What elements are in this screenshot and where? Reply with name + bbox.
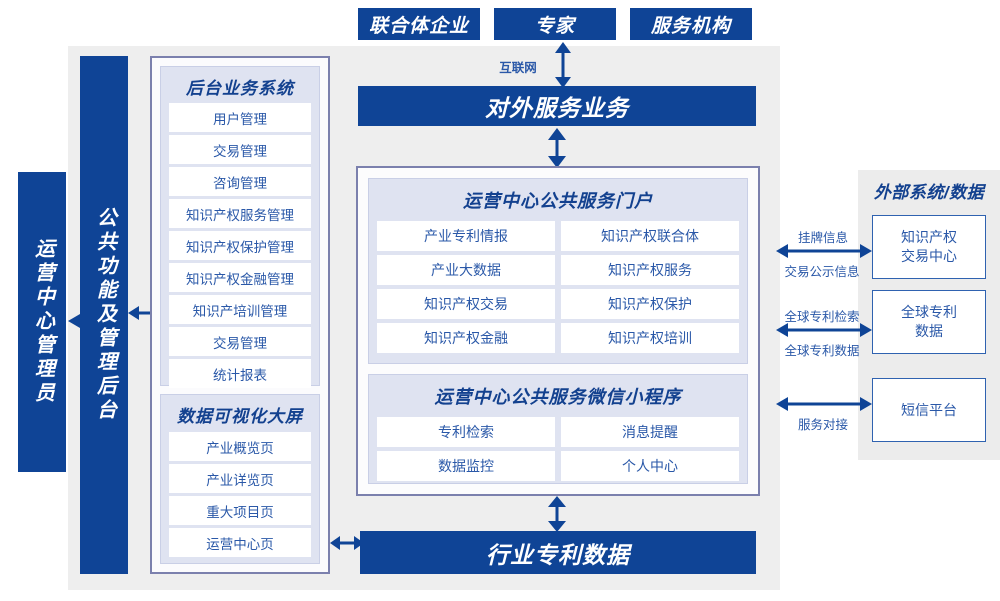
portal-panel: 运营中心公共服务门户 产业专利情报 知识产权联合体 产业大数据 知识产权服务 知…	[368, 178, 748, 364]
external-box-global-patent-data[interactable]: 全球专利 数据	[872, 290, 986, 354]
arrow-portal-to-industry-data	[548, 496, 566, 532]
miniprogram-panel: 运营中心公共服务微信小程序 专利检索 消息提醒 数据监控 个人中心	[368, 374, 748, 484]
backend-item[interactable]: 交易管理	[169, 135, 311, 164]
actor-chip-service-org[interactable]: 服务机构	[630, 8, 752, 40]
industry-patent-data-bar[interactable]: 行业专利数据	[360, 531, 756, 574]
arrow-backend-to-industry-data	[330, 536, 364, 550]
backend-item[interactable]: 知识产权服务管理	[169, 199, 311, 228]
external-conn-label-listing-info: 挂牌信息	[797, 231, 848, 245]
portal-item[interactable]: 知识产权交易	[377, 289, 555, 319]
external-conn-label-trade-disclosure: 交易公示信息	[784, 265, 860, 279]
backend-item[interactable]: 知识产权保护管理	[169, 231, 311, 260]
actor-chip-consortium[interactable]: 联合体企业	[358, 8, 480, 40]
portal-item[interactable]: 产业专利情报	[377, 221, 555, 251]
external-conn-label-global-data: 全球专利数据	[784, 344, 860, 358]
external-systems-title: 外部系统/数据	[873, 183, 985, 202]
external-box-sms-platform[interactable]: 短信平台	[872, 378, 986, 442]
backend-item[interactable]: 知识产培训管理	[169, 295, 311, 324]
dashboard-panel: 数据可视化大屏 产业概览页 产业详览页 重大项目页 运营中心页	[160, 394, 320, 564]
arrow-external-sms	[776, 397, 872, 411]
portal-item[interactable]: 知识产权保护	[561, 289, 739, 319]
actor-chip-expert[interactable]: 专家	[494, 8, 616, 40]
portal-item[interactable]: 产业大数据	[377, 255, 555, 285]
arrow-external-global-patent	[776, 323, 872, 337]
arrow-external-ip-exchange	[776, 244, 872, 258]
miniprogram-item[interactable]: 消息提醒	[561, 417, 739, 447]
dashboard-item[interactable]: 产业概览页	[169, 432, 311, 461]
portal-item[interactable]: 知识产权金融	[377, 323, 555, 353]
miniprogram-item[interactable]: 个人中心	[561, 451, 739, 481]
arrow-service-to-portal	[548, 128, 566, 168]
dashboard-item[interactable]: 运营中心页	[169, 528, 311, 557]
miniprogram-item[interactable]: 专利检索	[377, 417, 555, 447]
backend-item[interactable]: 统计报表	[169, 359, 311, 388]
portal-item[interactable]: 知识产权服务	[561, 255, 739, 285]
external-box-ip-exchange[interactable]: 知识产权 交易中心	[872, 215, 986, 279]
left-bar-operations-admin[interactable]: 运营中心管理员	[18, 172, 66, 472]
dashboard-item[interactable]: 产业详览页	[169, 464, 311, 493]
backend-item[interactable]: 知识产权金融管理	[169, 263, 311, 292]
portal-title: 运营中心公共服务门户	[463, 191, 653, 211]
external-conn-label-global-search: 全球专利检索	[784, 310, 860, 324]
dashboard-title: 数据可视化大屏	[177, 407, 303, 426]
miniprogram-item[interactable]: 数据监控	[377, 451, 555, 481]
backend-business-system-title: 后台业务系统	[186, 79, 294, 98]
portal-item[interactable]: 知识产权联合体	[561, 221, 739, 251]
backend-item[interactable]: 交易管理	[169, 327, 311, 356]
backend-item[interactable]: 用户管理	[169, 103, 311, 132]
portal-item[interactable]: 知识产权培训	[561, 323, 739, 353]
backend-item[interactable]: 咨询管理	[169, 167, 311, 196]
external-service-bar[interactable]: 对外服务业务	[358, 86, 756, 126]
backend-business-system-panel: 后台业务系统 用户管理 交易管理 咨询管理 知识产权服务管理 知识产权保护管理 …	[160, 66, 320, 388]
dashboard-item[interactable]: 重大项目页	[169, 496, 311, 525]
internet-label: 互联网	[499, 61, 537, 75]
left-bar-common-functions[interactable]: 公共功能及管理后台	[80, 56, 128, 574]
miniprogram-title: 运营中心公共服务微信小程序	[434, 387, 682, 407]
external-conn-label-service-docking: 服务对接	[797, 418, 848, 432]
arrow-internet	[555, 42, 571, 88]
